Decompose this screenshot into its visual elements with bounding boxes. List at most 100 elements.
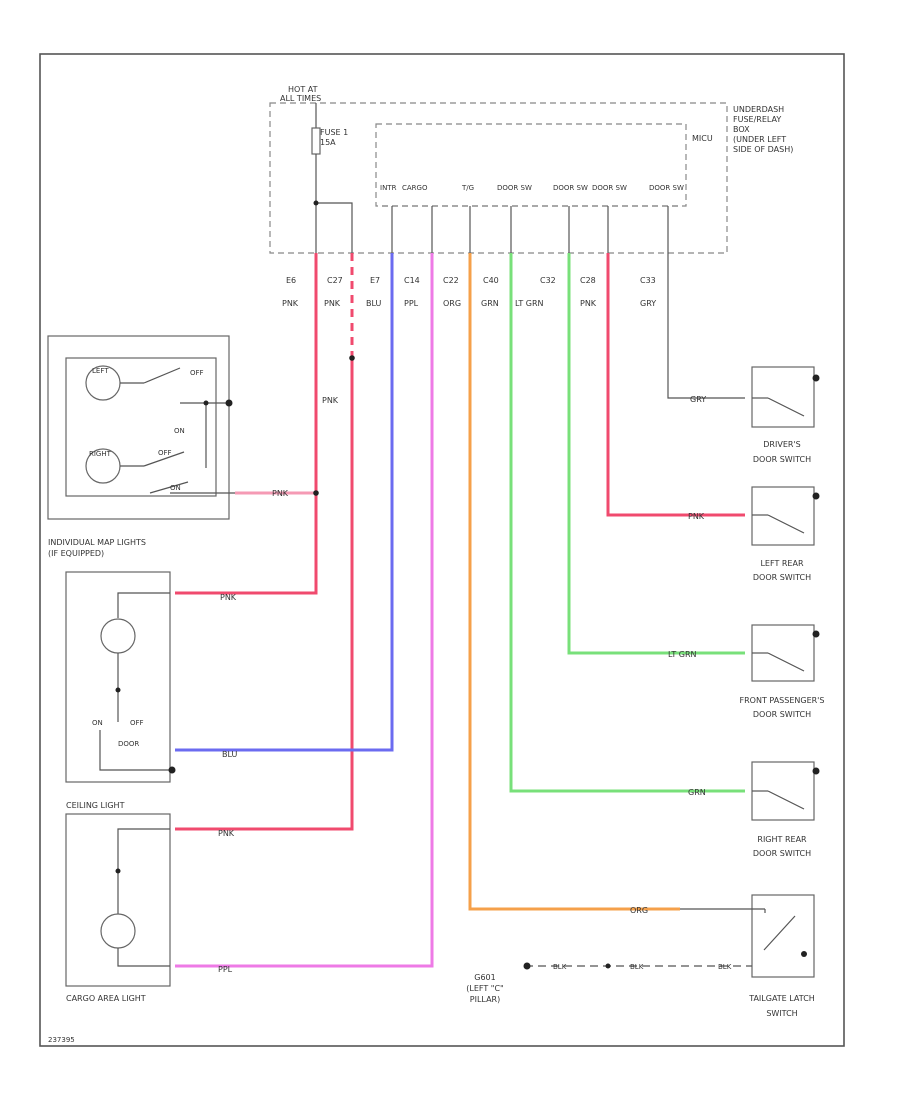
micu-box xyxy=(375,123,687,207)
wire-pnk-map-light xyxy=(175,253,318,595)
wire-blu xyxy=(175,253,394,752)
right-map-label: RIGHT xyxy=(89,450,112,458)
switch-0-wire-label: GRY xyxy=(690,395,706,404)
left-map-label: LEFT xyxy=(92,367,109,375)
micu-label-tg: T/G xyxy=(461,184,474,192)
switch-1-wire-label: PNK xyxy=(688,512,705,521)
drivers-ground-dot xyxy=(812,374,820,382)
tailgate-switch-name-2: SWITCH xyxy=(766,1009,797,1018)
tailgate-latch-switch xyxy=(523,894,815,978)
diagram-code: 237395 xyxy=(48,1036,75,1044)
micu-label-cargo: CARGO xyxy=(402,184,428,192)
cargo-light-title: CARGO AREA LIGHT xyxy=(66,994,146,1003)
map-off-label: OFF xyxy=(190,369,204,377)
drivers-door-switch xyxy=(751,366,820,428)
cargo-light-component xyxy=(65,813,171,987)
terminal-conn-4: C22 xyxy=(443,276,459,285)
diagram-frame xyxy=(39,53,845,1047)
fuse-relay-box xyxy=(269,102,728,254)
terminal-color-4: ORG xyxy=(443,299,461,308)
ceiling-bulb-icon xyxy=(100,618,136,654)
map-off-label-2: OFF xyxy=(158,449,172,457)
terminal-color-6: LT GRN xyxy=(515,299,544,308)
fusebox-desc-2: FUSE/RELAY xyxy=(733,115,781,124)
terminal-color-1: PNK xyxy=(324,299,341,308)
tailgate-out-wire-label: BLK xyxy=(553,963,567,971)
ceiling-light-title: CEILING LIGHT xyxy=(66,801,125,810)
tailgate-out-wire-label-3: BLK xyxy=(718,963,732,971)
tailgate-out-wire-label-2: BLK xyxy=(630,963,644,971)
terminal-conn-8: C33 xyxy=(640,276,656,285)
map-junction-dot xyxy=(313,490,319,496)
right-rear-switch-name-1: RIGHT REAR xyxy=(757,835,807,844)
fuse-label-2: 15A xyxy=(320,138,336,147)
tailgate-switch-name-1: TAILGATE LATCH xyxy=(748,994,815,1003)
fuse-label-1: FUSE 1 xyxy=(320,128,348,137)
drivers-switch-name-2: DOOR SWITCH xyxy=(753,455,811,464)
wire-gry xyxy=(667,253,745,399)
cargo-top-wire-label: PNK xyxy=(218,829,235,838)
terminal-conn-0: E6 xyxy=(286,276,296,285)
micu-label: MICU xyxy=(692,134,713,143)
map-ground-dot xyxy=(225,399,233,407)
ground-label-3: PILLAR) xyxy=(470,995,500,1004)
map-door-switch-icon xyxy=(149,481,189,494)
terminal-color-2: BLU xyxy=(366,299,382,308)
cargo-bulb-icon xyxy=(100,913,136,949)
ground-label-2: (LEFT "C" xyxy=(466,984,503,993)
ceiling-off-label: OFF xyxy=(130,719,144,727)
switch-2-wire-label: LT GRN xyxy=(668,650,697,659)
ceiling-door-label: DOOR xyxy=(118,740,139,748)
map-on-label: ON xyxy=(174,427,185,435)
right-map-switch-icon xyxy=(143,451,185,467)
left-rear-switch-name-2: DOOR SWITCH xyxy=(753,573,811,582)
ceiling-top-wire-label: PNK xyxy=(220,593,237,602)
ceiling-bottom-wire-label: BLU xyxy=(222,750,238,759)
front-passengers-switch-name-1: FRONT PASSENGER'S xyxy=(740,696,825,705)
fuse-branch-wire xyxy=(316,202,353,253)
switch-3-wire-label: GRN xyxy=(688,788,706,797)
left-rear-switch-icon xyxy=(767,514,805,534)
terminal-conn-1: C27 xyxy=(327,276,343,285)
map-on-label-2: ON xyxy=(170,484,181,492)
ceiling-ground-dot xyxy=(168,766,176,774)
micu-label-intr: INTR xyxy=(380,184,397,192)
terminal-color-3: PPL xyxy=(404,299,419,308)
drivers-switch-name-1: DRIVER'S xyxy=(763,440,800,449)
fusebox-desc-5: SIDE OF DASH) xyxy=(733,145,793,154)
left-rear-door-switch xyxy=(751,486,820,546)
wire-lt-grn xyxy=(567,253,745,655)
fusebox-desc-4: (UNDER LEFT xyxy=(733,135,786,144)
tailgate-in-wire-label: ORG xyxy=(630,906,648,915)
terminal-color-0: PNK xyxy=(282,299,299,308)
terminal-conn-2: E7 xyxy=(370,276,380,285)
micu-label-door-4: DOOR SW xyxy=(649,184,684,192)
terminal-conn-5: C40 xyxy=(483,276,499,285)
right-rear-ground-dot xyxy=(812,767,820,775)
cargo-bottom-wire-label: PPL xyxy=(218,965,233,974)
ground-label-1: G601 xyxy=(474,973,495,982)
hot-label-1: HOT AT xyxy=(288,85,318,94)
micu-terminal-stubs xyxy=(391,206,669,253)
ceiling-light-component: ON OFF DOOR xyxy=(65,571,176,783)
micu-label-door-2: DOOR SW xyxy=(553,184,588,192)
fuse-icon xyxy=(311,127,321,155)
left-rear-switch-name-1: LEFT REAR xyxy=(760,559,803,568)
terminal-color-8: GRY xyxy=(640,299,656,308)
map-lights-subtitle: (IF EQUIPPED) xyxy=(48,549,104,558)
left-rear-ground-dot xyxy=(812,492,820,500)
terminal-conn-7: C28 xyxy=(580,276,596,285)
micu-label-door-1: DOOR SW xyxy=(497,184,532,192)
pnk-splice-dot xyxy=(349,355,355,361)
ceiling-on-label: ON xyxy=(92,719,103,727)
map-junction-wire-label: PNK xyxy=(322,396,339,405)
front-passengers-ground-dot xyxy=(812,630,820,638)
map-lights-component: LEFT RIGHT OFF ON OFF ON xyxy=(47,335,235,520)
front-passengers-switch-icon xyxy=(767,652,805,672)
fusebox-desc-1: UNDERDASH xyxy=(733,105,784,114)
tailgate-ground-dot xyxy=(523,962,531,970)
wire-pnk-cargo xyxy=(175,358,354,831)
right-rear-door-switch xyxy=(751,761,820,821)
terminal-conn-6: C32 xyxy=(540,276,556,285)
